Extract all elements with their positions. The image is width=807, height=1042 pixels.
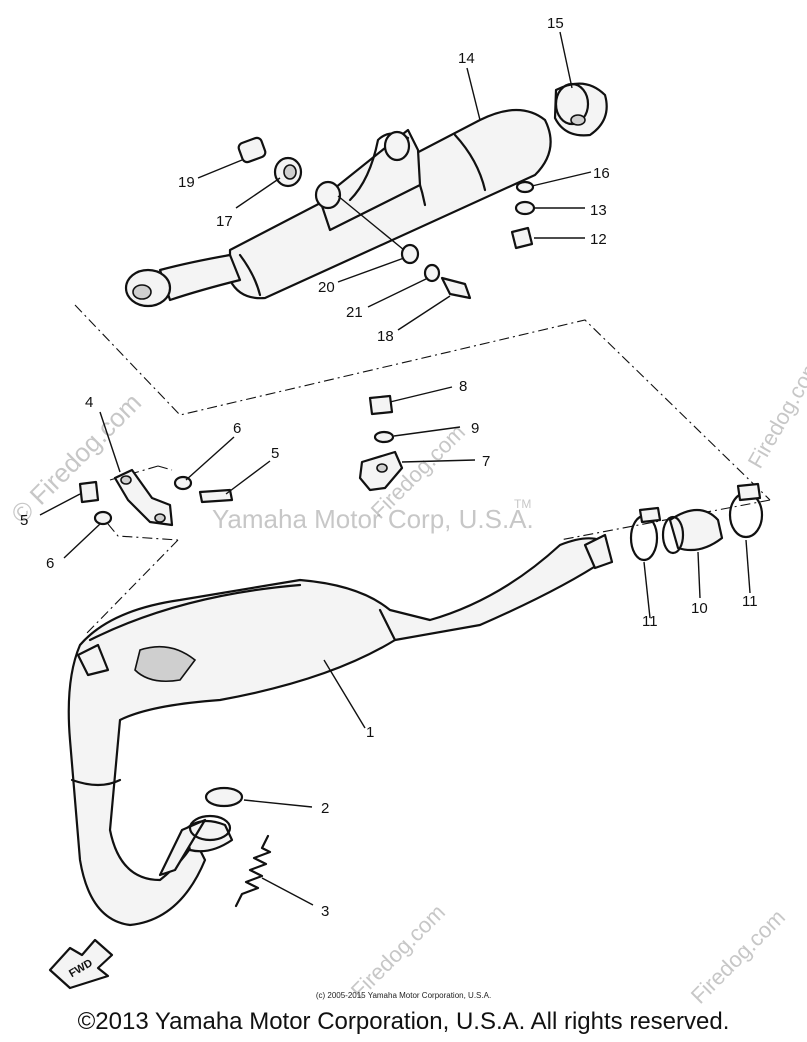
stay-part bbox=[358, 394, 404, 492]
leader-lines bbox=[39, 31, 751, 906]
watermark-firedog-right: Firedog.com bbox=[743, 354, 807, 472]
callout-7: 7 bbox=[482, 453, 490, 470]
callout-8: 8 bbox=[459, 378, 467, 395]
callout-18: 19 bbox=[178, 174, 195, 191]
callout-12: 14 bbox=[458, 50, 475, 67]
watermark-firedog-left: © Firedog.com bbox=[5, 387, 147, 529]
callout-5-left: 5 bbox=[20, 512, 28, 529]
silencer-part bbox=[124, 109, 552, 308]
callout-3: 3 bbox=[321, 903, 329, 920]
top-hardware bbox=[237, 136, 536, 300]
fine-print: (c) 2005-2015 Yamaha Motor Corporation, … bbox=[315, 991, 492, 1000]
callout-2: 2 bbox=[321, 800, 329, 817]
callout-21: 21 bbox=[346, 304, 363, 321]
callout-10: 10 bbox=[691, 600, 708, 617]
end-cap-part bbox=[553, 82, 608, 137]
callout-5-right: 5 bbox=[271, 445, 279, 462]
watermark-yamaha: Yamaha Motor Corp, U.S.A. bbox=[212, 504, 534, 534]
gasket-part bbox=[204, 786, 244, 808]
copyright-notice: ©2013 Yamaha Motor Corporation, U.S.A. A… bbox=[77, 1008, 730, 1035]
callout-19: 20 bbox=[318, 279, 335, 296]
callout-numbers: 14 15 19 17 20 21 18 16 13 12 8 9 7 4 6 … bbox=[20, 15, 758, 920]
assembly-boundary-line bbox=[74, 304, 771, 501]
bracket-part bbox=[78, 468, 234, 527]
callout-1: 1 bbox=[366, 724, 374, 741]
callout-11-left: 11 bbox=[642, 613, 658, 630]
callout-14: 12 bbox=[590, 231, 607, 248]
expansion-chamber-part bbox=[67, 533, 614, 927]
callout-9: 9 bbox=[471, 420, 479, 437]
callout-11-right: 11 bbox=[742, 593, 758, 610]
callout-20: 18 bbox=[377, 328, 394, 345]
callout-17: 17 bbox=[216, 213, 233, 230]
fwd-arrow: FWD bbox=[48, 938, 114, 990]
spring-part bbox=[234, 834, 272, 908]
watermark-firedog-bottom: Firedog.com bbox=[346, 899, 450, 1003]
assembly-boundary-line-lower bbox=[84, 499, 771, 636]
callout-15: 13 bbox=[590, 202, 607, 219]
callout-6-upper: 6 bbox=[233, 420, 241, 437]
callout-4: 4 bbox=[85, 394, 93, 411]
callout-13: 15 bbox=[547, 15, 564, 32]
joint-clamps-part bbox=[629, 482, 764, 562]
callout-16: 16 bbox=[593, 165, 610, 182]
callout-6-lower: 6 bbox=[46, 555, 54, 572]
watermark-tm: TM bbox=[514, 497, 531, 511]
